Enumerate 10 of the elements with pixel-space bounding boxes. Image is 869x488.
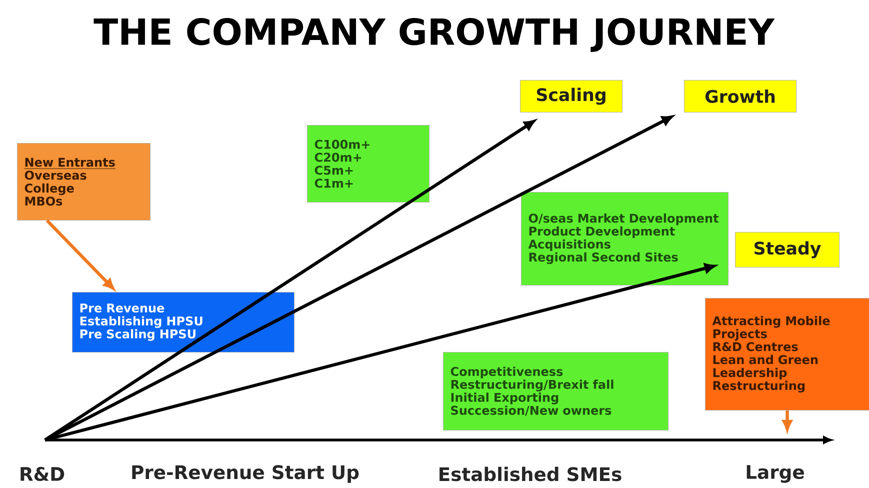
axis-label: Large bbox=[746, 465, 804, 483]
info-box: O/seas Market Development Product Development Acquisitions Regional Second Sites bbox=[521, 192, 729, 286]
axis-label: Pre-Revenue Start Up bbox=[132, 465, 359, 483]
stage-tag: Steady bbox=[735, 232, 840, 268]
stage-tag: Growth bbox=[684, 80, 797, 113]
info-box: Attracting Mobile Projects R&D Centres Lean and Green Leadership Restructuring bbox=[705, 298, 869, 411]
axis-label: Established SMEs bbox=[440, 466, 622, 482]
axis-label: R&D bbox=[20, 466, 64, 482]
title: THE COMPANY GROWTH JOURNEY bbox=[94, 18, 775, 52]
stage-tag: Scaling bbox=[520, 80, 623, 113]
